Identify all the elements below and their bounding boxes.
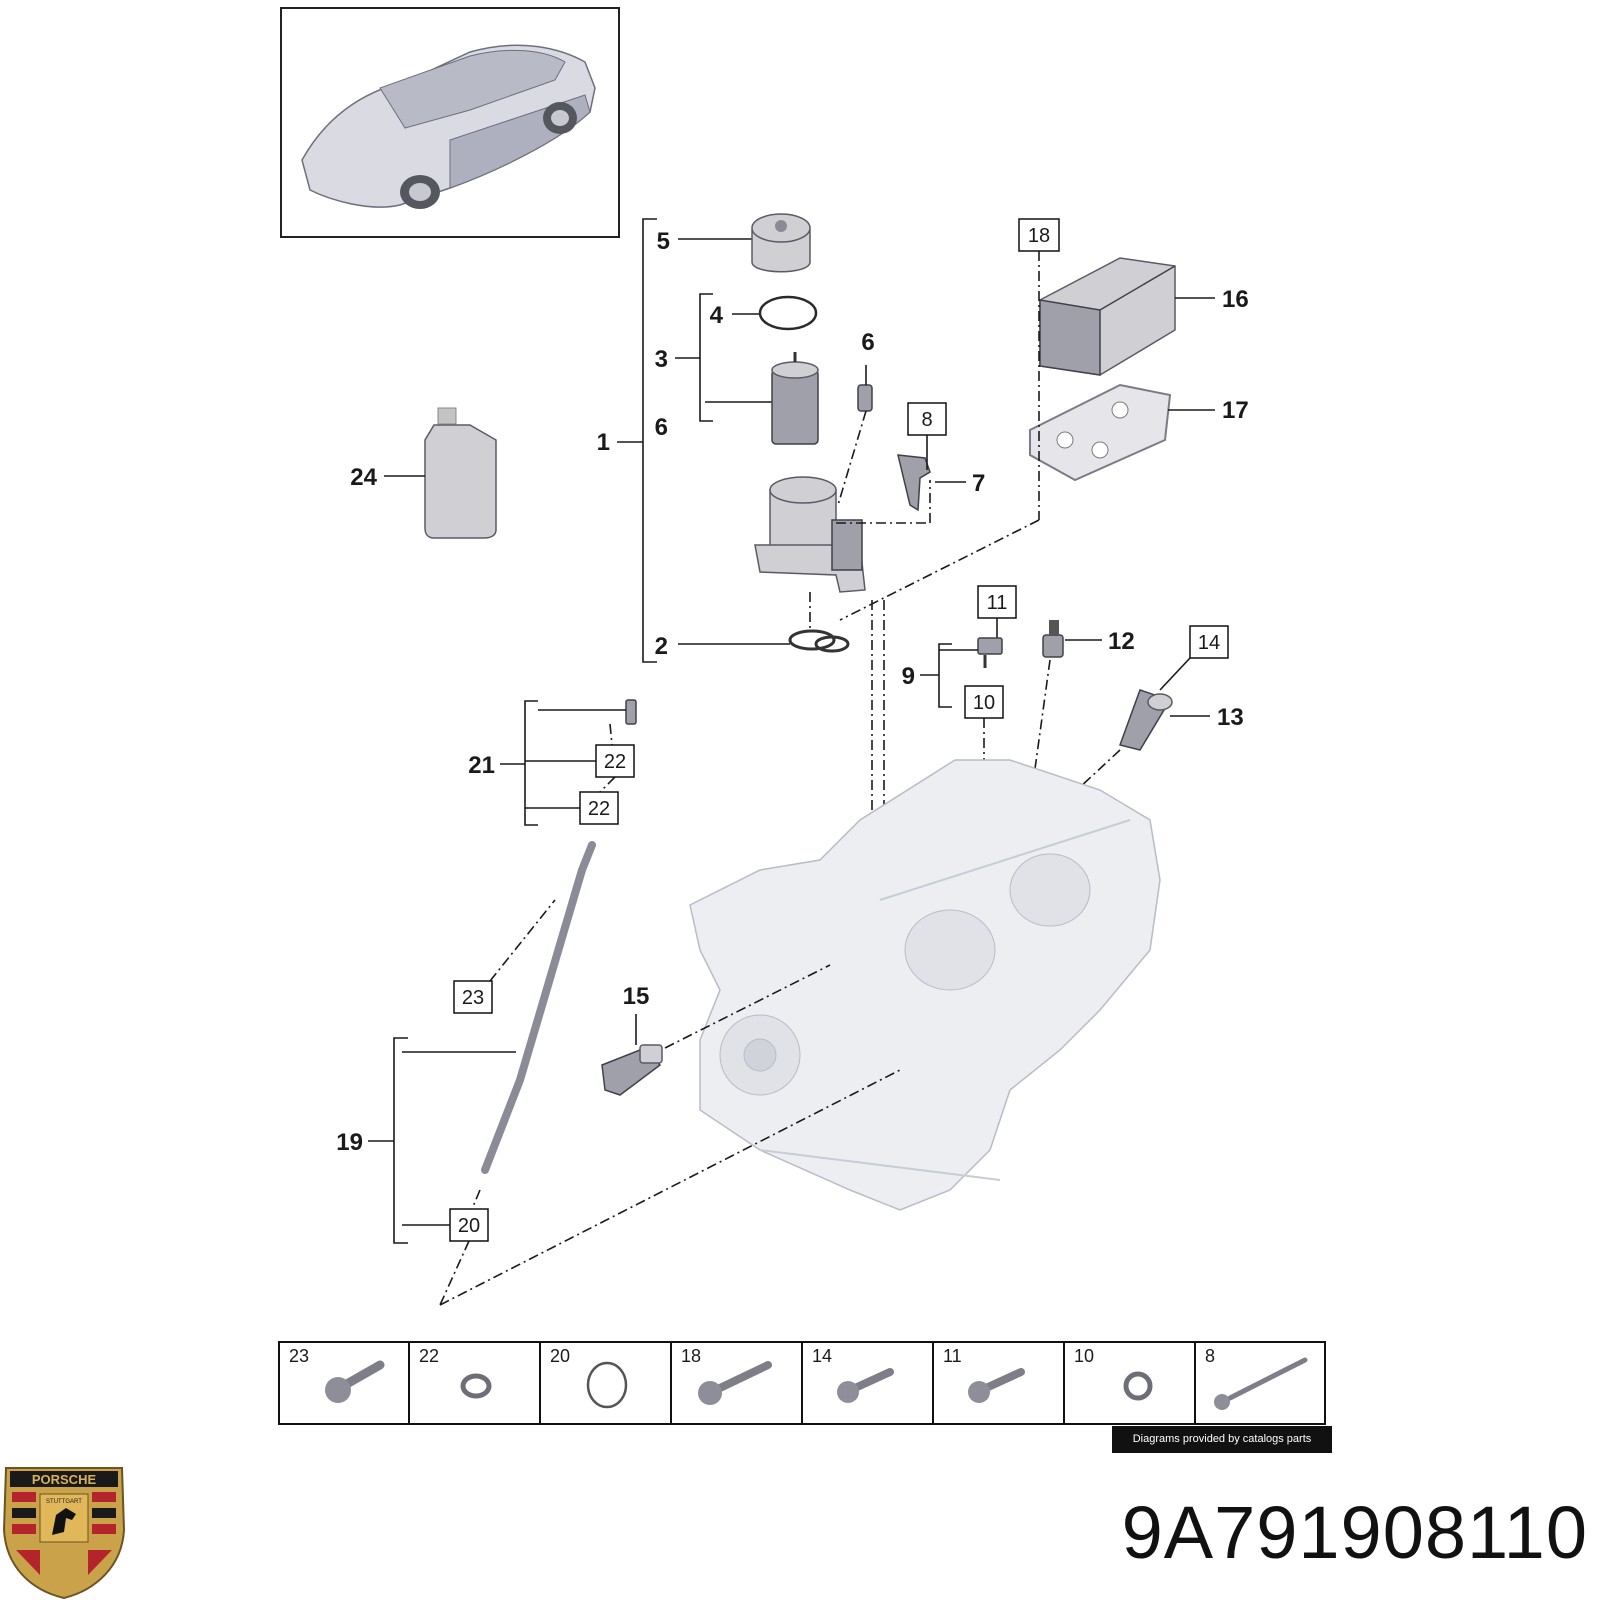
dipstick-guide-tube xyxy=(481,699,637,1174)
strip-label-22: 22 xyxy=(419,1346,439,1366)
oil-filter-element xyxy=(771,352,819,445)
callout-22-lower: 22 xyxy=(588,798,610,820)
callout-16: 16 xyxy=(1222,286,1249,313)
bolt-14-icon xyxy=(837,1368,894,1403)
callout-20: 20 xyxy=(458,1215,480,1237)
oil-cooler xyxy=(1039,257,1176,376)
part-number: 9A791908110 xyxy=(1121,1491,1588,1574)
strip-label-10: 10 xyxy=(1074,1346,1094,1366)
strip-label-11: 11 xyxy=(943,1346,962,1366)
logo-text-middle: STUTTGART xyxy=(46,1499,82,1505)
callout-22-upper: 22 xyxy=(604,751,626,773)
callout-23: 23 xyxy=(462,987,484,1009)
callout-24: 24 xyxy=(350,464,377,491)
callout-4: 4 xyxy=(710,302,724,329)
callout-6: 6 xyxy=(861,329,874,356)
vehicle-thumbnail xyxy=(280,7,620,238)
strip-label-23: 23 xyxy=(289,1346,309,1366)
callout-box-10 xyxy=(964,685,1004,719)
strip-label-8: 8 xyxy=(1205,1346,1215,1366)
credit-badge: Diagrams provided by catalogs parts xyxy=(1112,1426,1332,1453)
callout-18: 18 xyxy=(1028,225,1050,247)
o-ring xyxy=(758,295,818,331)
oil-temperature-sensor xyxy=(1042,620,1064,658)
solenoid-valve xyxy=(1119,689,1173,751)
logo-text-top: PORSCHE xyxy=(32,1472,97,1487)
callout-15: 15 xyxy=(623,983,650,1010)
washer-10-icon xyxy=(1123,1371,1153,1401)
bolt-23-icon xyxy=(325,1360,385,1403)
strip-label-18: 18 xyxy=(681,1346,701,1366)
callout-11: 11 xyxy=(987,592,1008,614)
engine-block xyxy=(689,759,1161,1211)
o-ring-20-icon xyxy=(586,1361,628,1409)
callout-2: 2 xyxy=(655,633,668,660)
assembly-bracket-1 xyxy=(617,218,790,663)
oil-filter-cap xyxy=(751,213,811,273)
bolt-11-icon xyxy=(968,1368,1025,1403)
mounting-bracket xyxy=(897,454,931,512)
callout-3: 3 xyxy=(655,346,668,373)
callout-14: 14 xyxy=(1198,632,1220,654)
engine-oil-bottle xyxy=(424,407,497,539)
porsche-crest-logo: PORSCHE STUTTGART xyxy=(2,1467,126,1600)
callout-7: 7 xyxy=(972,470,985,497)
callout-19: 19 xyxy=(336,1129,363,1156)
bolt-8-icon xyxy=(1214,1357,1308,1410)
callout-12: 12 xyxy=(1108,628,1135,655)
oil-pressure-switch xyxy=(977,637,1003,668)
callout-8: 8 xyxy=(921,409,932,431)
callout-box-20 xyxy=(449,1208,489,1242)
callout-10: 10 xyxy=(973,692,995,714)
callout-9: 9 xyxy=(902,663,915,690)
strip-label-20: 20 xyxy=(550,1346,570,1366)
callout-21: 21 xyxy=(468,752,495,779)
callout-13: 13 xyxy=(1217,704,1244,731)
callout-5: 5 xyxy=(657,228,670,255)
hose-clamp xyxy=(788,629,850,653)
bolt-18-icon xyxy=(698,1361,772,1405)
oil-filter-housing xyxy=(754,476,866,593)
washer-22-icon xyxy=(460,1373,492,1399)
oil-plug xyxy=(857,365,873,412)
callout-1: 1 xyxy=(597,429,610,456)
callout-box-23 xyxy=(453,980,493,1014)
callout-box-22-lower xyxy=(579,791,619,825)
strip-label-14: 14 xyxy=(812,1346,832,1366)
callout-17: 17 xyxy=(1222,397,1249,424)
callout-6-left: 6 xyxy=(655,414,668,441)
oil-cooler-gasket xyxy=(1029,383,1172,482)
callout-box-14 xyxy=(1189,625,1229,659)
oil-level-sensor xyxy=(601,1044,663,1096)
